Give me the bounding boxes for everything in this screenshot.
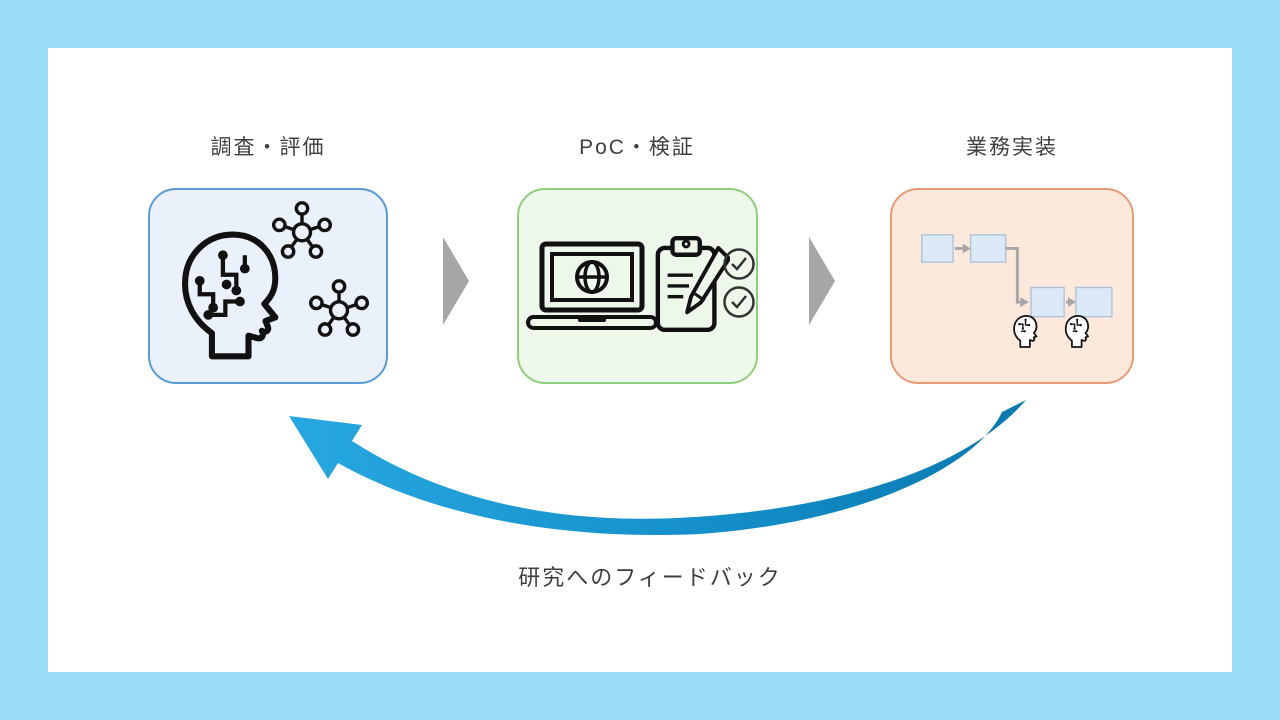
laptop-globe-icon — [526, 241, 658, 330]
network-graph-icon — [308, 279, 370, 337]
ai-person-icon — [1064, 314, 1090, 348]
stage-label-poc: PoC・検証 — [579, 136, 695, 159]
stage-box-implementation — [890, 188, 1134, 384]
stage-box-poc — [517, 188, 758, 384]
ai-person-icon — [1013, 314, 1038, 348]
network-graph-icon — [271, 201, 333, 259]
clipboard-pencil-icon — [655, 235, 730, 333]
feedback-label: 研究へのフィードバック — [518, 565, 782, 590]
ai-head-icon — [182, 231, 279, 360]
stage-label-research: 調査・評価 — [210, 136, 326, 159]
stage-label-implementation: 業務実装 — [966, 136, 1058, 159]
flow-arrow-icon — [809, 237, 835, 325]
check-circle-icon — [723, 248, 755, 280]
stage-box-research — [148, 188, 388, 384]
flow-arrow-icon — [443, 237, 469, 325]
workflow-arrowhead — [962, 243, 1076, 307]
check-circle-icon — [723, 286, 755, 318]
workflow-node — [921, 234, 1113, 318]
workflow-diagram — [921, 234, 1113, 348]
